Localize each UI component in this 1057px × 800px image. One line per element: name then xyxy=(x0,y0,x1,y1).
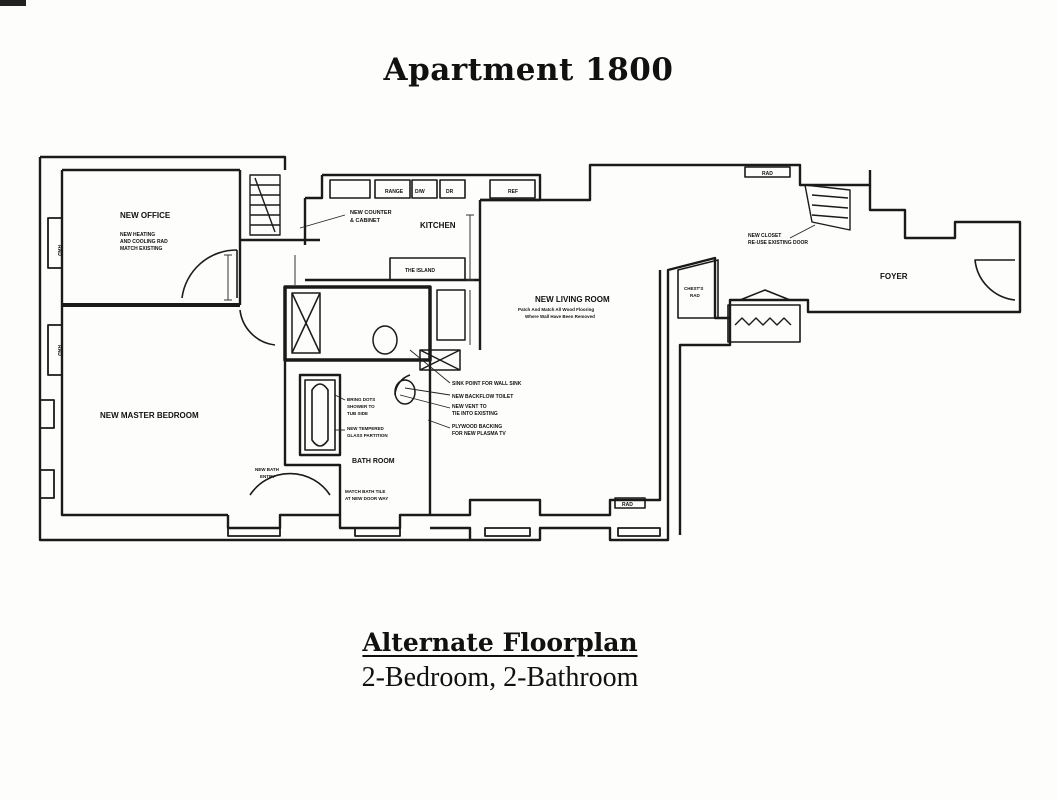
note-glass-1: NEW TEMPERED xyxy=(347,426,385,431)
room-label-foyer: FOYER xyxy=(880,272,908,281)
room-label-master-bedroom: NEW MASTER BEDROOM xyxy=(100,411,199,420)
bottom-wall xyxy=(430,256,730,542)
room-label-bathroom: BATH ROOM xyxy=(352,458,395,465)
page-title: Apartment 1800 xyxy=(383,52,674,88)
dimension-lines xyxy=(224,214,474,345)
outer-wall-left xyxy=(38,155,470,542)
fixture-chest-2: RAD xyxy=(690,293,700,298)
note-office-hvac-1: NEW HEATING xyxy=(120,232,155,238)
radiator-box xyxy=(727,304,801,343)
note-bath-door-1: NEW BATH xyxy=(255,467,279,472)
note-counter-2: & CABINET xyxy=(350,218,381,224)
bath-fixtures xyxy=(291,289,466,405)
radiator-roof xyxy=(739,289,791,301)
room-label-kitchen: KITCHEN xyxy=(420,221,456,230)
floorplan-subtitle-text: Alternate Floorplan xyxy=(362,628,638,657)
note-vent-2: TIE INTO EXISTING xyxy=(452,411,498,417)
room-label-office: NEW OFFICE xyxy=(120,211,171,220)
note-office-hvac-3: MATCH EXISTING xyxy=(120,246,163,252)
kitchen-appliances xyxy=(329,179,536,281)
chest-rad-box xyxy=(677,259,719,319)
room-label-living-room: NEW LIVING ROOM xyxy=(535,295,610,304)
note-vent-1: NEW VENT TO xyxy=(452,404,487,410)
closet-stairs xyxy=(804,184,851,231)
note-plywood-1: PLYWOOD BACKING xyxy=(452,424,502,430)
kitchen-top-wall xyxy=(305,173,542,202)
note-shower-3: TUB SIDE xyxy=(347,411,368,416)
kitchen-left-wall xyxy=(303,198,482,350)
note-counter-1: NEW COUNTER xyxy=(350,210,392,216)
fixture-ref: REF xyxy=(508,189,518,195)
fixture-rad-left-1: RAD xyxy=(56,245,62,256)
tub xyxy=(304,379,336,451)
floorplan-description: 2-Bedroom, 2-Bathroom xyxy=(361,662,639,693)
fixture-chest-1: CHEST'S xyxy=(684,286,703,291)
fixture-island: THE ISLAND xyxy=(405,268,435,274)
fixture-rad-bottom: RAD xyxy=(622,502,633,508)
bath-divider xyxy=(298,373,342,457)
floorplan-subtitle: Alternate Floorplan xyxy=(0,628,1000,657)
leader-lines xyxy=(299,214,816,431)
fixture-rad-top: RAD xyxy=(762,171,773,177)
fixture-rad-left-2: RAD xyxy=(56,345,62,356)
note-tile-1: MATCH BATH TILE xyxy=(345,489,385,494)
note-shower-2: SHOWER TO xyxy=(347,404,375,409)
office-right-wall xyxy=(238,170,320,305)
note-tile-2: AT NEW DOOR WAY xyxy=(345,496,388,501)
fixture-range: RANGE xyxy=(385,189,404,195)
note-plywood-2: FOR NEW PLASMA TV xyxy=(452,431,506,437)
note-office-hvac-2: AND COOLING RAD xyxy=(120,239,168,245)
note-living-floor-1: Patch And Match All Wood Flooring xyxy=(518,307,594,312)
note-sink: SINK POINT FOR WALL SINK xyxy=(452,381,522,387)
living-room-wall xyxy=(480,163,872,202)
fixture-dw: D/W xyxy=(415,189,425,195)
rad-top-box xyxy=(744,166,791,178)
bottom-windows xyxy=(227,527,661,537)
rad-bottom-box xyxy=(614,497,646,509)
note-glass-2: GLASS PARTITION xyxy=(347,433,388,438)
left-windows xyxy=(39,217,63,499)
note-closet-2: RE-USE EXISTING DOOR xyxy=(748,240,808,246)
note-closet-1: NEW CLOSET xyxy=(748,233,781,239)
note-toilet: NEW BACKFLOW TOILET xyxy=(452,394,513,400)
foyer-wall xyxy=(678,185,1022,535)
fixture-dr: DR xyxy=(446,189,454,195)
master-bath-wall xyxy=(283,360,432,515)
note-living-floor-2: Where Wall Have Been Removed xyxy=(525,314,595,319)
door-swings xyxy=(181,249,1016,496)
living-inner-bottom xyxy=(430,270,662,517)
note-shower-1: BRING DOTS xyxy=(347,397,375,402)
scan-corner-mark xyxy=(0,0,26,6)
radiator-zigzag xyxy=(734,317,792,326)
note-bath-door-2: ENTRY xyxy=(260,474,275,479)
office-stairs xyxy=(249,174,281,236)
